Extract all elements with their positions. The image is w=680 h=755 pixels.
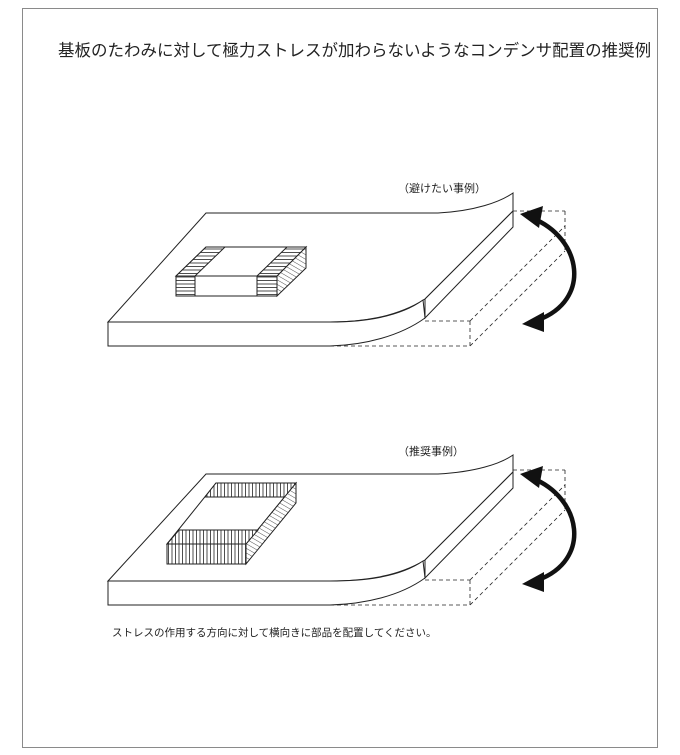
- recommended-board-flat-outline: [330, 469, 566, 606]
- figure-title: 基板のたわみに対して極力ストレスが加わらないようなコンデンサ配置の推奨例: [58, 41, 652, 60]
- avoid-board: [106, 192, 514, 347]
- bend-arrow-head-top: [520, 206, 543, 228]
- avoid-example-label: （避けたい事例）: [398, 181, 486, 195]
- bend-arrow-head-bottom-2: [522, 572, 544, 592]
- figure-caption: ストレスの作用する方向に対して横向きに部品を配置してください。: [112, 627, 437, 639]
- bend-arrow-head-top-2: [520, 466, 543, 488]
- bend-arrow-icon-2: [531, 475, 577, 583]
- figure-frame: [22, 8, 658, 748]
- recommended-example: （推奨事例）: [106, 444, 577, 606]
- bend-arrow-head-bottom: [522, 312, 544, 332]
- bend-arrow-icon: [531, 215, 577, 323]
- recommended-example-label: （推奨事例）: [398, 444, 464, 458]
- recommended-board: [106, 454, 514, 606]
- avoid-capacitor: [174, 245, 308, 298]
- avoid-board-flat-outline: [330, 210, 566, 347]
- recommended-capacitor: [165, 481, 298, 566]
- avoid-example: （避けたい事例）: [106, 181, 577, 347]
